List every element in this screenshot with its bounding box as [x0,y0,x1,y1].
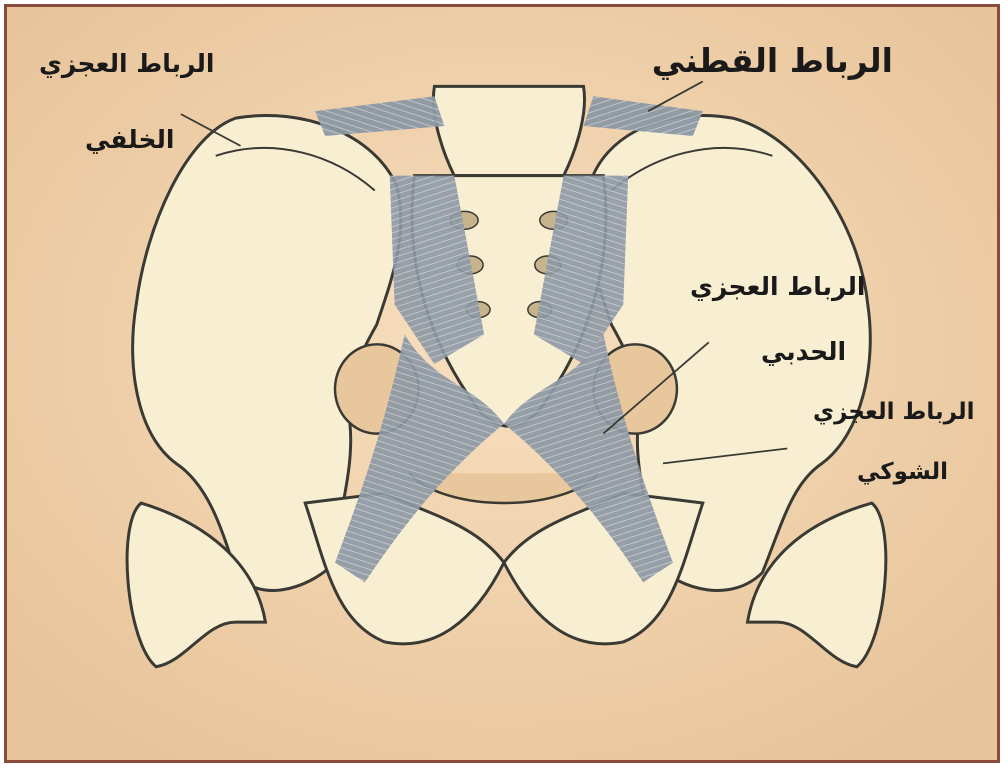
figure-frame: الرباط القطني الرباط العجزي الخلفي الربا… [4,4,1000,763]
label-sacrotuberous-line1: الرباط العجزي [690,272,866,302]
label-sacrospinous-line2: الشوكي [857,459,948,487]
pelvis-illustration [7,7,997,760]
label-sacrotuberous-line2: الحدبي [761,337,846,367]
label-posterior-sacroiliac-line1: الرباط العجزي [39,49,215,79]
label-posterior-sacroiliac-line2: الخلفي [85,125,174,155]
label-sacrospinous-line1: الرباط العجزي [813,399,974,427]
lumbar-vertebra [433,86,584,175]
label-iliolumbar-ligament: الرباط القطني [652,41,893,81]
